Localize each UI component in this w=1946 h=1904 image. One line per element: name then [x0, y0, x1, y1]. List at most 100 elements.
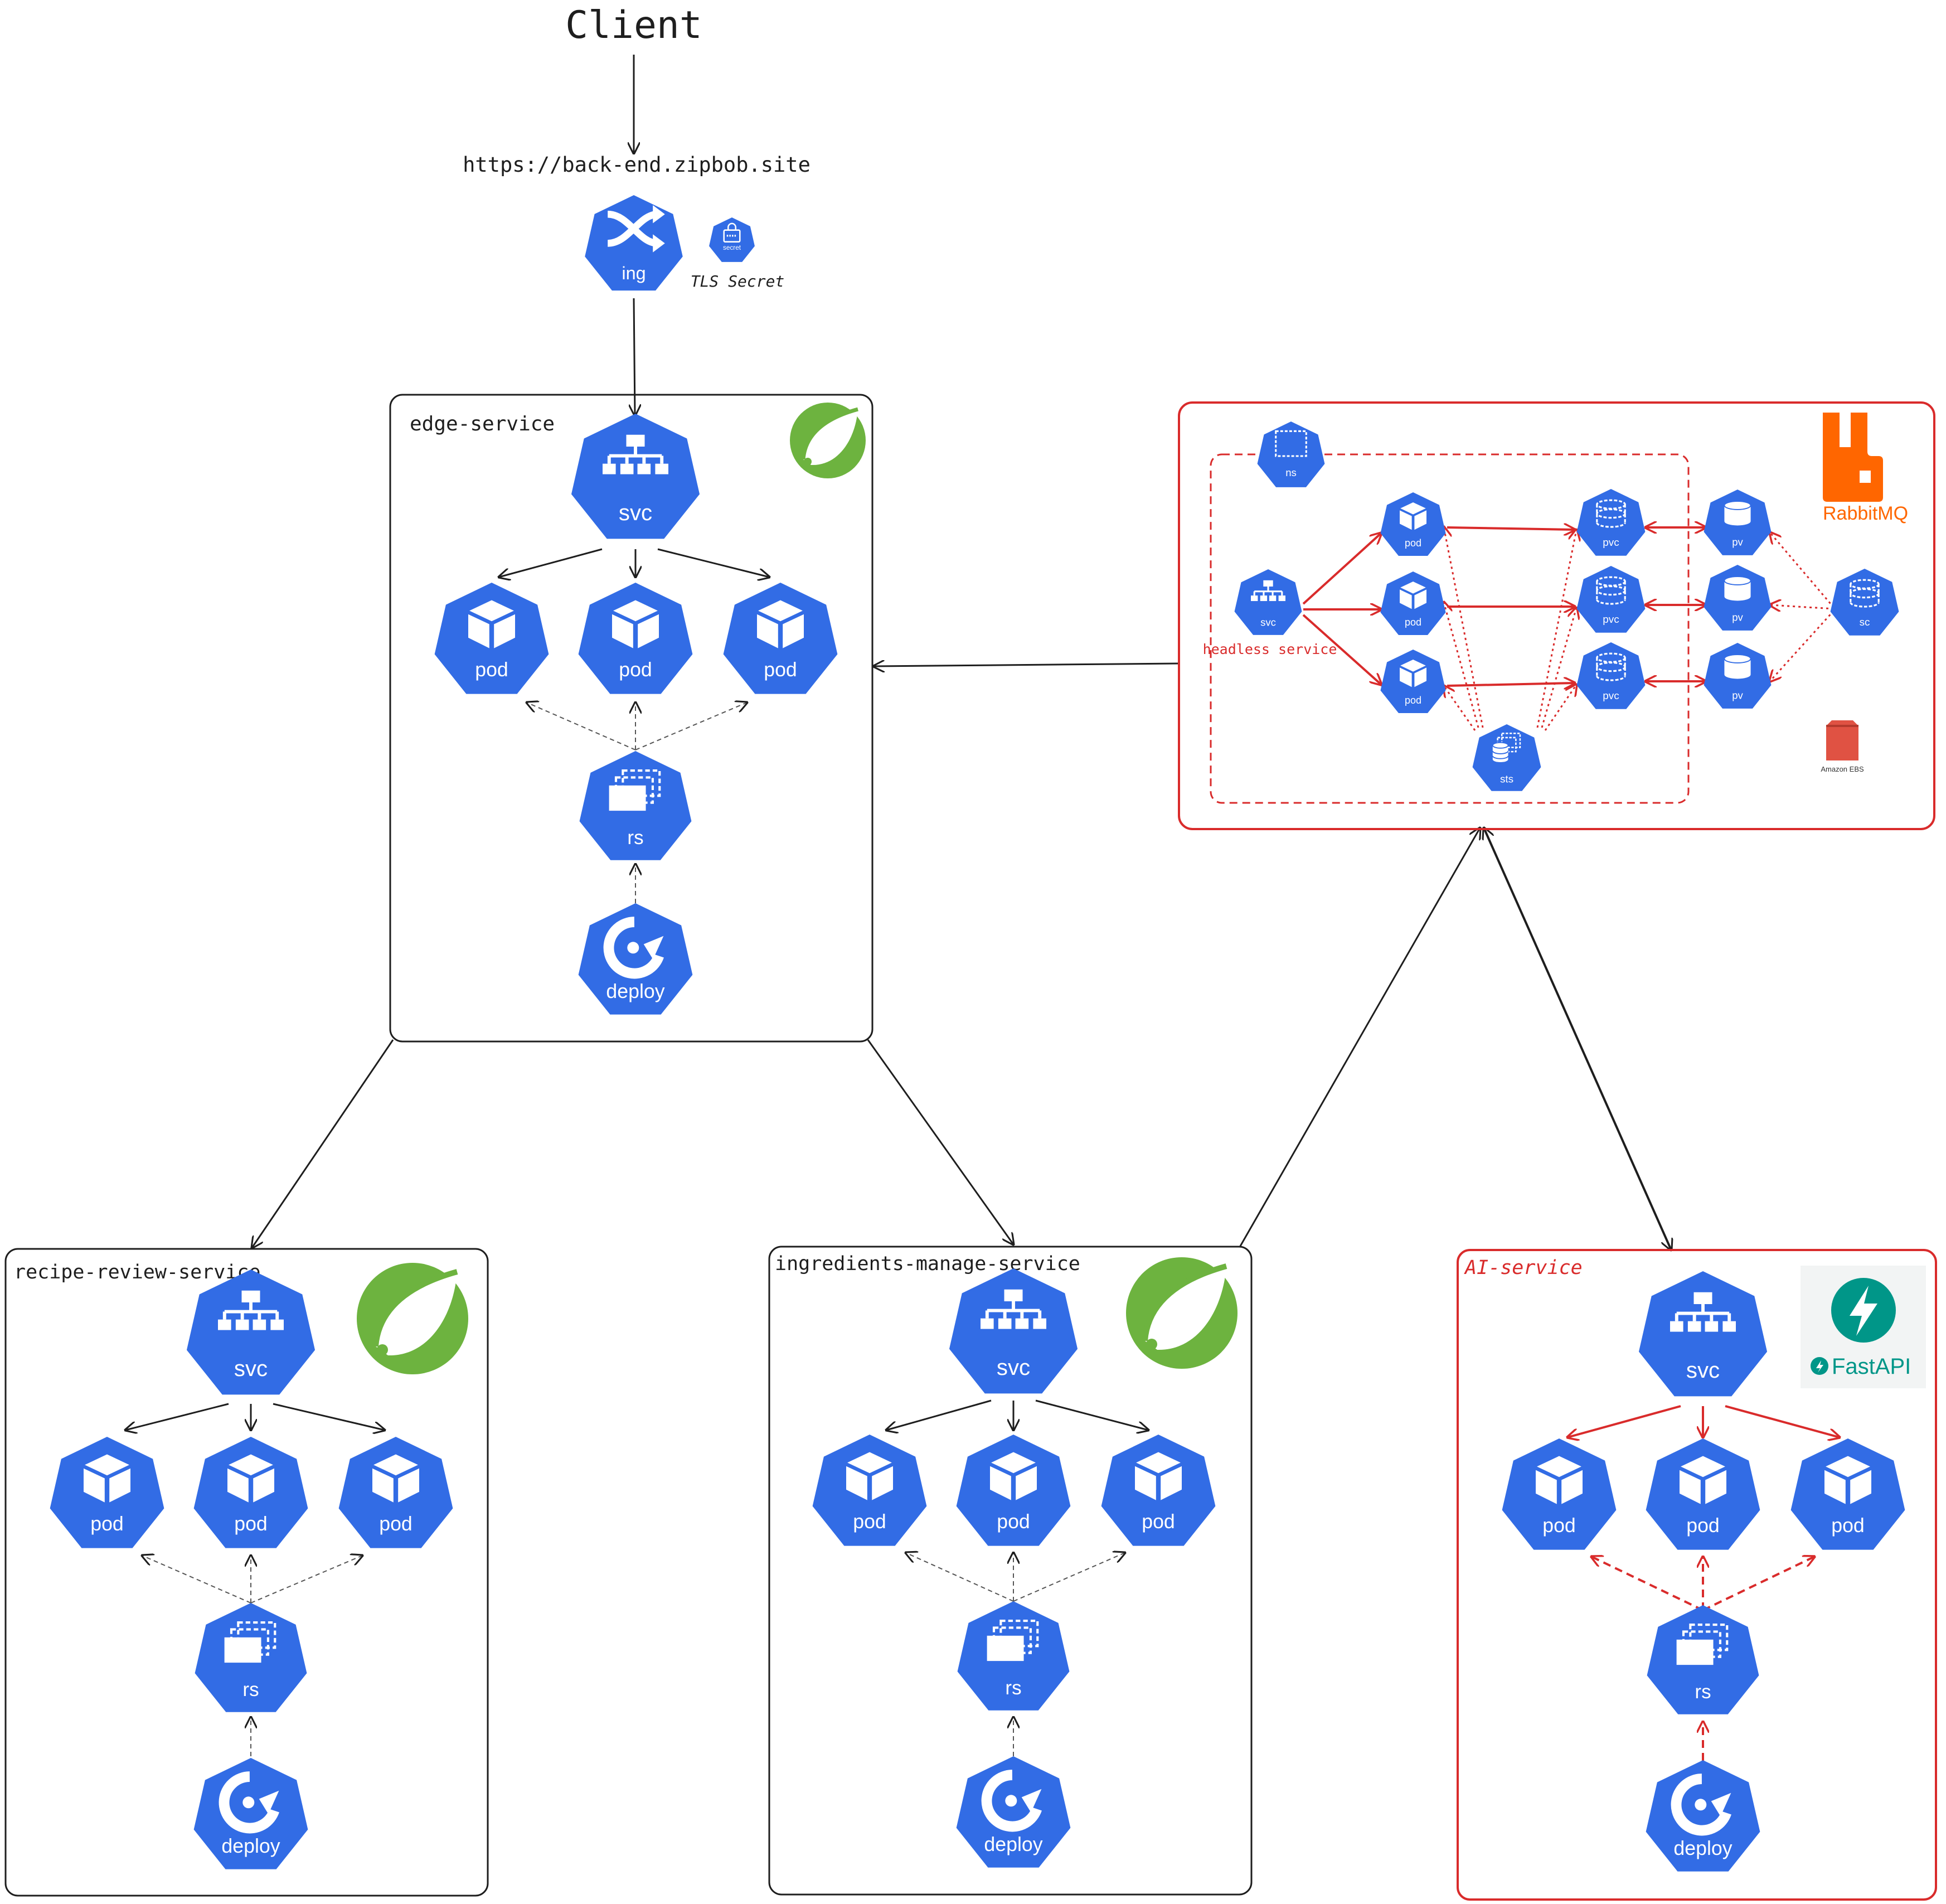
- pod-label: pod: [1831, 1514, 1865, 1537]
- pod-label: pod: [379, 1513, 413, 1535]
- ingredients-connectors: [886, 1399, 1148, 1756]
- ai-pod-node-3[interactable]: pod: [1790, 1438, 1905, 1550]
- rabbitmq-pod-node-1[interactable]: pod: [1380, 492, 1446, 556]
- edge-pod-node-2[interactable]: pod: [578, 583, 693, 694]
- pod-label: pod: [234, 1513, 268, 1535]
- deploy-label: deploy: [984, 1833, 1042, 1855]
- cylinder-icon: [1724, 501, 1751, 526]
- ai-pod-node-2[interactable]: pod: [1646, 1438, 1760, 1550]
- pod-label: pod: [1142, 1510, 1175, 1533]
- pod-label: pod: [1686, 1514, 1720, 1537]
- rabbitmq-sts-node[interactable]: sts: [1472, 724, 1541, 791]
- rs-label: rs: [1695, 1681, 1711, 1703]
- recipe-svc-node[interactable]: svc: [186, 1270, 316, 1395]
- ingredients-rs-node[interactable]: rs: [957, 1601, 1070, 1711]
- namespace-boundary: [1210, 453, 1690, 804]
- rabbitmq-pvc-node-1[interactable]: pvc: [1576, 489, 1646, 556]
- edge-deploy-node[interactable]: deploy: [578, 903, 693, 1015]
- pod-label: pod: [1405, 537, 1421, 549]
- ingress-node[interactable]: ing: [585, 195, 683, 291]
- amazon-ebs-logo: Amazon EBS: [1821, 720, 1864, 773]
- secret-badge-label: secret: [723, 244, 741, 251]
- edge-rs-node[interactable]: rs: [579, 751, 692, 860]
- recipe-pod-node-1[interactable]: pod: [50, 1437, 164, 1548]
- arrow-rabbitmq-to-edge: [873, 663, 1180, 666]
- ingress-label: ing: [622, 263, 646, 283]
- recipe-review-connectors: [125, 1403, 385, 1756]
- recipe-review-frame: [4, 1248, 489, 1897]
- pvc-label: pvc: [1603, 614, 1619, 626]
- rs-label: rs: [627, 827, 643, 849]
- deploy-label: deploy: [606, 980, 664, 1002]
- client-title: Client: [565, 3, 702, 47]
- sc-label: sc: [1860, 617, 1870, 628]
- svc-label: svc: [997, 1355, 1030, 1380]
- ai-pod-node-1[interactable]: pod: [1502, 1438, 1617, 1550]
- deploy-label: deploy: [1673, 1837, 1732, 1859]
- pvc-label: pvc: [1603, 690, 1619, 702]
- recipe-rs-node[interactable]: rs: [195, 1603, 307, 1712]
- ai-service-panel: AI-service FastAPI svc pod: [1457, 1249, 1937, 1901]
- edge-pod-node-1[interactable]: pod: [434, 583, 549, 694]
- edge-pod-node-3[interactable]: pod: [723, 583, 838, 694]
- rabbitmq-pvc-node-3[interactable]: pvc: [1576, 642, 1646, 709]
- ebs-caption: Amazon EBS: [1821, 765, 1864, 773]
- rabbitmq-frame: [1178, 401, 1935, 830]
- connectors: [252, 55, 1671, 1250]
- ai-service-connectors: [1568, 1405, 1840, 1761]
- recipe-pod-node-3[interactable]: pod: [338, 1437, 453, 1548]
- svc-label: svc: [1686, 1358, 1720, 1383]
- arrow-rabbitmq-to-ai-service: [1484, 828, 1671, 1250]
- pod-label: pod: [764, 658, 797, 681]
- pod-label: pod: [475, 658, 508, 681]
- rs-label: rs: [1005, 1677, 1021, 1699]
- edge-service-title: edge-service: [410, 413, 555, 435]
- ingredients-pod-node-2[interactable]: pod: [956, 1435, 1071, 1546]
- ingredients-deploy-node[interactable]: deploy: [956, 1756, 1071, 1868]
- ai-svc-node[interactable]: svc: [1638, 1271, 1768, 1397]
- recipe-pod-node-2[interactable]: pod: [193, 1437, 308, 1548]
- rabbitmq-pod-node-3[interactable]: pod: [1380, 650, 1446, 714]
- recipe-review-service-panel: recipe-review-service svc pod: [4, 1248, 489, 1897]
- ingredients-manage-service-panel: ingredients-manage-service svc pod: [768, 1246, 1253, 1896]
- rabbitmq-sc-node[interactable]: sc: [1830, 569, 1899, 636]
- rabbitmq-svc-node[interactable]: svc: [1234, 569, 1302, 635]
- pv-label: pv: [1732, 611, 1743, 623]
- sts-label: sts: [1500, 774, 1513, 786]
- edge-service-connectors: [499, 548, 769, 903]
- pod-label: pod: [1405, 695, 1421, 706]
- client-url: https://back-end.zipbob.site: [463, 153, 811, 177]
- ingredients-pod-node-3[interactable]: pod: [1101, 1435, 1216, 1546]
- headless-service-caption: headless service: [1203, 641, 1337, 657]
- rabbitmq-pvc-node-2[interactable]: pvc: [1576, 566, 1646, 633]
- svc-label: svc: [234, 1356, 268, 1381]
- rabbitmq-pv-node-1[interactable]: pv: [1704, 490, 1772, 555]
- spring-logo: [1126, 1257, 1238, 1369]
- rabbitmq-panel: RabbitMQ ns: [1178, 401, 1935, 830]
- recipe-deploy-node[interactable]: deploy: [193, 1758, 308, 1869]
- edge-service-frame: [389, 394, 873, 1043]
- ingredients-svc-node[interactable]: svc: [949, 1268, 1078, 1394]
- ingredients-pod-node-1[interactable]: pod: [812, 1435, 927, 1546]
- rabbitmq-logo-text: RabbitMQ: [1823, 503, 1908, 524]
- arrow-ingredients-to-rabbitmq: [1239, 828, 1480, 1247]
- spring-logo: [357, 1263, 468, 1374]
- ai-rs-node[interactable]: rs: [1647, 1605, 1759, 1714]
- fastapi-logo-text: FastAPI: [1832, 1354, 1911, 1379]
- svc-label: svc: [1260, 617, 1276, 628]
- tls-secret-node[interactable]: secret: [709, 217, 755, 262]
- pod-label: pod: [997, 1510, 1030, 1533]
- rabbitmq-pv-node-3[interactable]: pv: [1704, 643, 1772, 709]
- edge-service-panel: edge-service svc pod: [389, 394, 873, 1043]
- ai-deploy-node[interactable]: deploy: [1646, 1760, 1760, 1872]
- rabbitmq-pv-node-2[interactable]: pv: [1704, 565, 1772, 631]
- ai-service-title: AI-service: [1464, 1257, 1583, 1279]
- pod-label: pod: [619, 658, 652, 681]
- rabbitmq-pod-node-2[interactable]: pod: [1380, 571, 1446, 636]
- rabbitmq-ns-node[interactable]: ns: [1257, 422, 1325, 487]
- pv-label: pv: [1732, 689, 1743, 701]
- edge-svc-node[interactable]: svc: [571, 414, 700, 539]
- arrow-edge-to-recipe-review: [252, 1039, 394, 1248]
- ingredients-title: ingredients-manage-service: [775, 1253, 1080, 1275]
